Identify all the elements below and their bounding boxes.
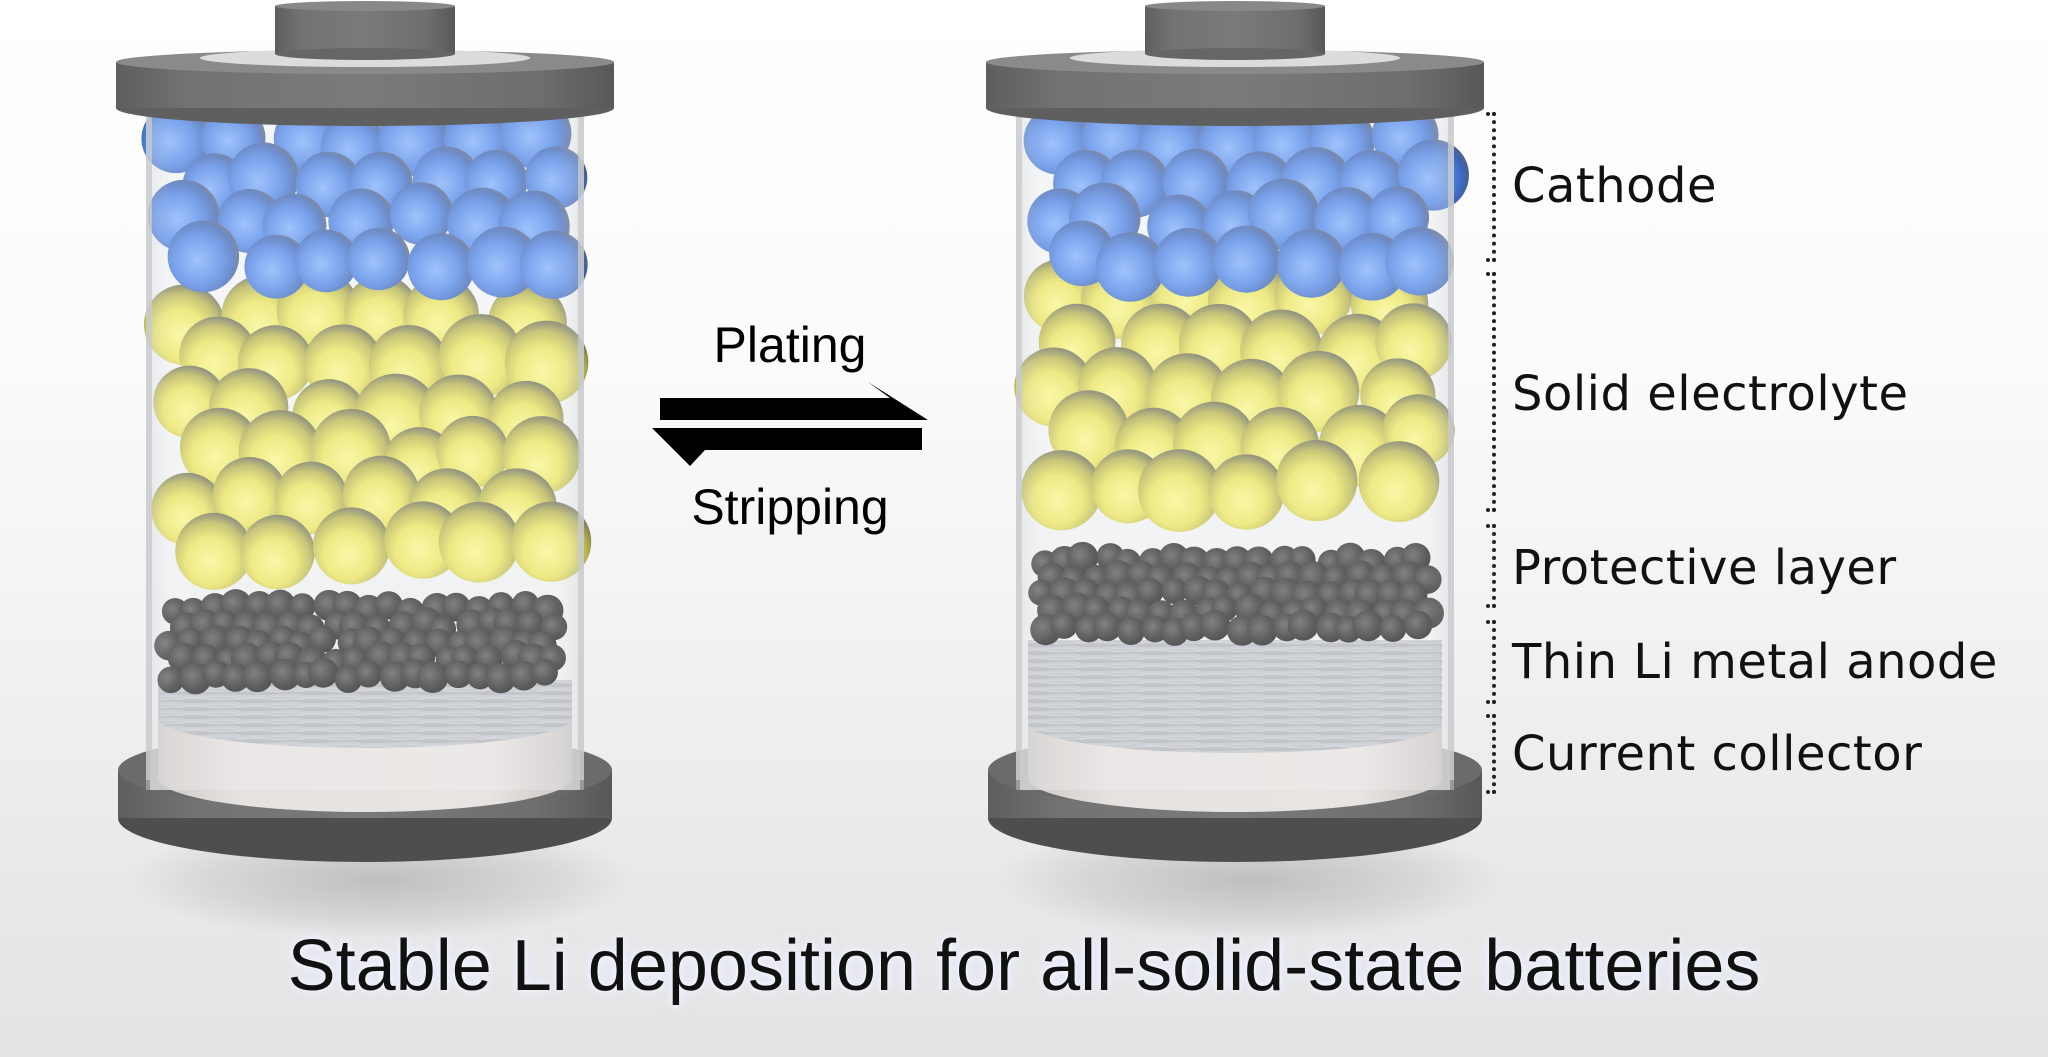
cathode-bracket [1482,112,1496,262]
stripping-label: Stripping [691,479,889,535]
solid-electrolyte-label: Solid electrolyte [1512,366,1909,422]
li-metal-anode-label: Thin Li metal anode [1512,634,1998,690]
reverse-arrow-icon [652,428,922,466]
protective-layer-label: Protective layer [1512,540,1897,596]
diagram-title: Stable Li deposition for all-solid-state… [287,926,1761,1006]
current-collector-bracket [1482,714,1496,794]
solid-electrolyte-bracket [1482,272,1496,512]
stripped-cell [116,1,614,862]
cathode-label: Cathode [1512,158,1718,214]
li-metal-anode-bracket [1482,620,1496,704]
forward-arrow-icon [660,382,928,420]
plated-cell [986,1,1484,862]
protective-layer-bracket [1482,524,1496,608]
plating-label: Plating [713,317,867,373]
reversible-arrow [652,382,928,466]
current-collector-label: Current collector [1512,726,1923,782]
